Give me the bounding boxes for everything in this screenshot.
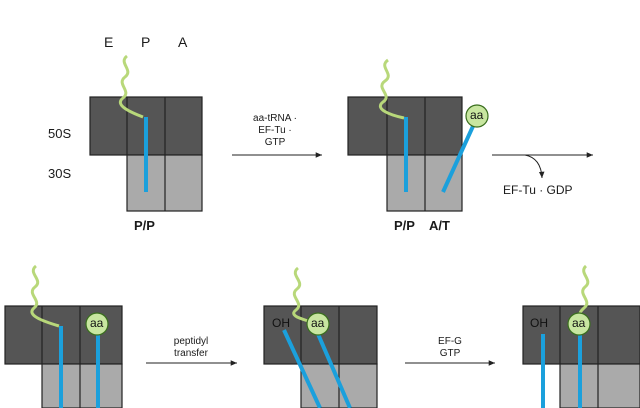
arrow-delivery-line: EF-Tu · <box>258 125 292 136</box>
subunit-30s-label: 30S <box>48 166 72 181</box>
aminoacid-circle <box>567 312 591 336</box>
arrow-translocation-line: EF-G <box>438 336 462 347</box>
state-pp-label: P/P <box>134 218 155 233</box>
large-subunit <box>4 305 123 365</box>
trna-deacylated <box>282 329 322 408</box>
arrow-delivery-line: aa-tRNA · <box>253 113 297 124</box>
ribosome-panel-4 <box>263 266 378 408</box>
arrow-translocation-text: EF-G GTP <box>410 336 490 360</box>
arrow-transfer-line: transfer <box>174 348 208 359</box>
aminoacid-circle <box>85 312 109 336</box>
arrow-delivery-text: aa-tRNA · EF-Tu · GTP <box>235 113 315 149</box>
aa-label: aa <box>572 316 586 330</box>
aa-label: aa <box>311 316 325 330</box>
ribosome-panel-1 <box>89 54 203 212</box>
arrow-translocation-line: GTP <box>439 348 461 359</box>
aa-label: aa <box>470 108 484 122</box>
peptide-chain <box>30 264 60 328</box>
peptide-chain <box>119 54 144 119</box>
ribosome-panel-2 <box>347 58 489 212</box>
site-a-label: A <box>178 34 188 50</box>
ribosome-panel-3 <box>4 264 123 408</box>
oh-label: OH <box>272 316 290 330</box>
aminoacid-circle <box>306 312 330 336</box>
site-e-label: E <box>104 34 114 50</box>
aminoacid-circle <box>465 104 489 128</box>
arrow-release-text: EF-Tu · GDP <box>503 183 573 197</box>
state-at-label: A/T <box>429 218 450 233</box>
small-subunit <box>559 363 640 408</box>
arrow-transfer-text: peptidyl transfer <box>151 336 231 360</box>
oh-label: OH <box>530 316 548 330</box>
peptide-chain <box>292 266 312 324</box>
site-p-label: P <box>141 34 151 50</box>
arrow-delivery-line: GTP <box>264 137 286 148</box>
peptide-chain <box>379 58 405 120</box>
small-subunit <box>41 363 123 408</box>
trna-peptidyl <box>316 333 352 408</box>
arrow-transfer-line: peptidyl <box>173 336 209 347</box>
arrow-release-branch <box>524 154 545 179</box>
trna-a-t-site <box>441 123 476 193</box>
state-pp-label: P/P <box>394 218 415 233</box>
aa-label: aa <box>90 316 104 330</box>
ribosome-panel-5 <box>522 264 640 408</box>
subunit-50s-label: 50S <box>48 126 72 141</box>
